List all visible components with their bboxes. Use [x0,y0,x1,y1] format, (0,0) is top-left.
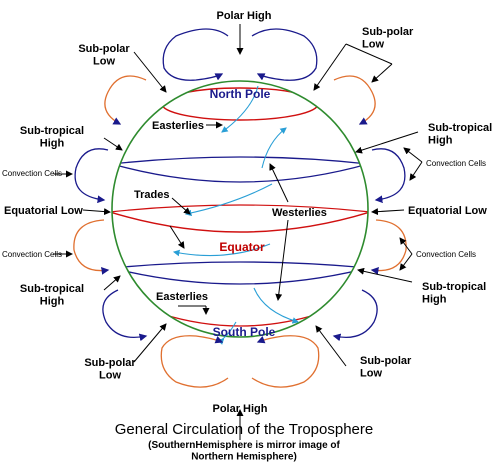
label-line: Low [360,368,382,380]
equatorial-low-right-label: Equatorial Low [408,205,487,217]
label-line: Sub-polar [360,355,412,367]
wind-arrows [172,85,300,345]
label-line: Sub-tropical [20,125,84,137]
north-easterlies-arrow [221,85,259,133]
label-line: High [428,135,453,147]
label-line: Northern Hemisphere) [191,452,297,463]
label-line: Low [362,39,384,51]
hadley-cell-lower-right [370,219,407,275]
label-line: Sub-polar [78,43,130,55]
polar-cell-top-left [162,28,229,81]
south-subpolar-line [112,261,368,269]
polar-high-top-label: Polar High [216,10,271,22]
convection-cells-lower-left-label: Convection Cells [2,250,62,259]
label-line: Sub-tropical [422,281,486,293]
convection-cells-lower-right-label: Convection Cells [416,250,476,259]
ferrel-cell-lower-right [332,289,378,342]
equator-line [112,211,368,233]
north-subtropical-line [112,156,368,165]
south-pole-label: South Pole [213,325,276,339]
south-westerlies-arrow [253,287,300,324]
south-trades-arrow [172,243,271,257]
south-subtropical-line [112,267,368,285]
westerlies-label: Westerlies [272,207,327,219]
circulation-cells [73,28,407,388]
polar-high-bottom-label: Polar High [212,403,267,415]
ferrel-cell-upper-right [333,75,376,125]
hadley-cell-lower-left [73,219,110,275]
label-line: Low [99,370,121,382]
label-line: Low [93,56,115,68]
globe-outline [111,80,369,338]
north-subpolar-line [112,163,368,183]
label-line: High [40,138,65,150]
label-line: Sub-tropical [428,122,492,134]
equatorial-low-left-label: Equatorial Low [4,205,83,217]
label-line: Sub-polar [84,357,136,369]
label-line: Sub-tropical [20,283,84,295]
equator-label: Equator [219,240,265,254]
north-trades-arrow [184,183,273,217]
north-westerlies-arrow [261,127,287,169]
label-line: High [422,294,447,306]
equator-back-line [112,204,368,213]
convection-cells-upper-left-label: Convection Cells [2,169,62,178]
polar-cell-bottom-left [160,335,229,388]
hadley-cell-upper-right [371,148,406,204]
label-line: Sub-polar [362,26,414,38]
label-line: High [40,296,65,308]
label-pointers [54,24,423,440]
south-polar-line [161,313,319,327]
north-pole-label: North Pole [210,87,271,101]
easterlies-south-label: Easterlies [156,291,208,303]
ferrel-cell-lower-left [102,289,148,342]
diagram-title: General Circulation of the Troposphere [115,421,373,438]
globe-latitude-lines [112,87,368,327]
label-line: (SouthernHemisphere is mirror image of [148,440,340,451]
easterlies-north-label: Easterlies [152,120,204,132]
hadley-cell-upper-left [74,148,109,204]
convection-cells-upper-right-label: Convection Cells [426,159,486,168]
polar-cell-top-right [251,28,318,81]
ferrel-cell-upper-left [104,75,147,125]
trades-label: Trades [134,189,169,201]
polar-cell-bottom-right [251,335,320,388]
